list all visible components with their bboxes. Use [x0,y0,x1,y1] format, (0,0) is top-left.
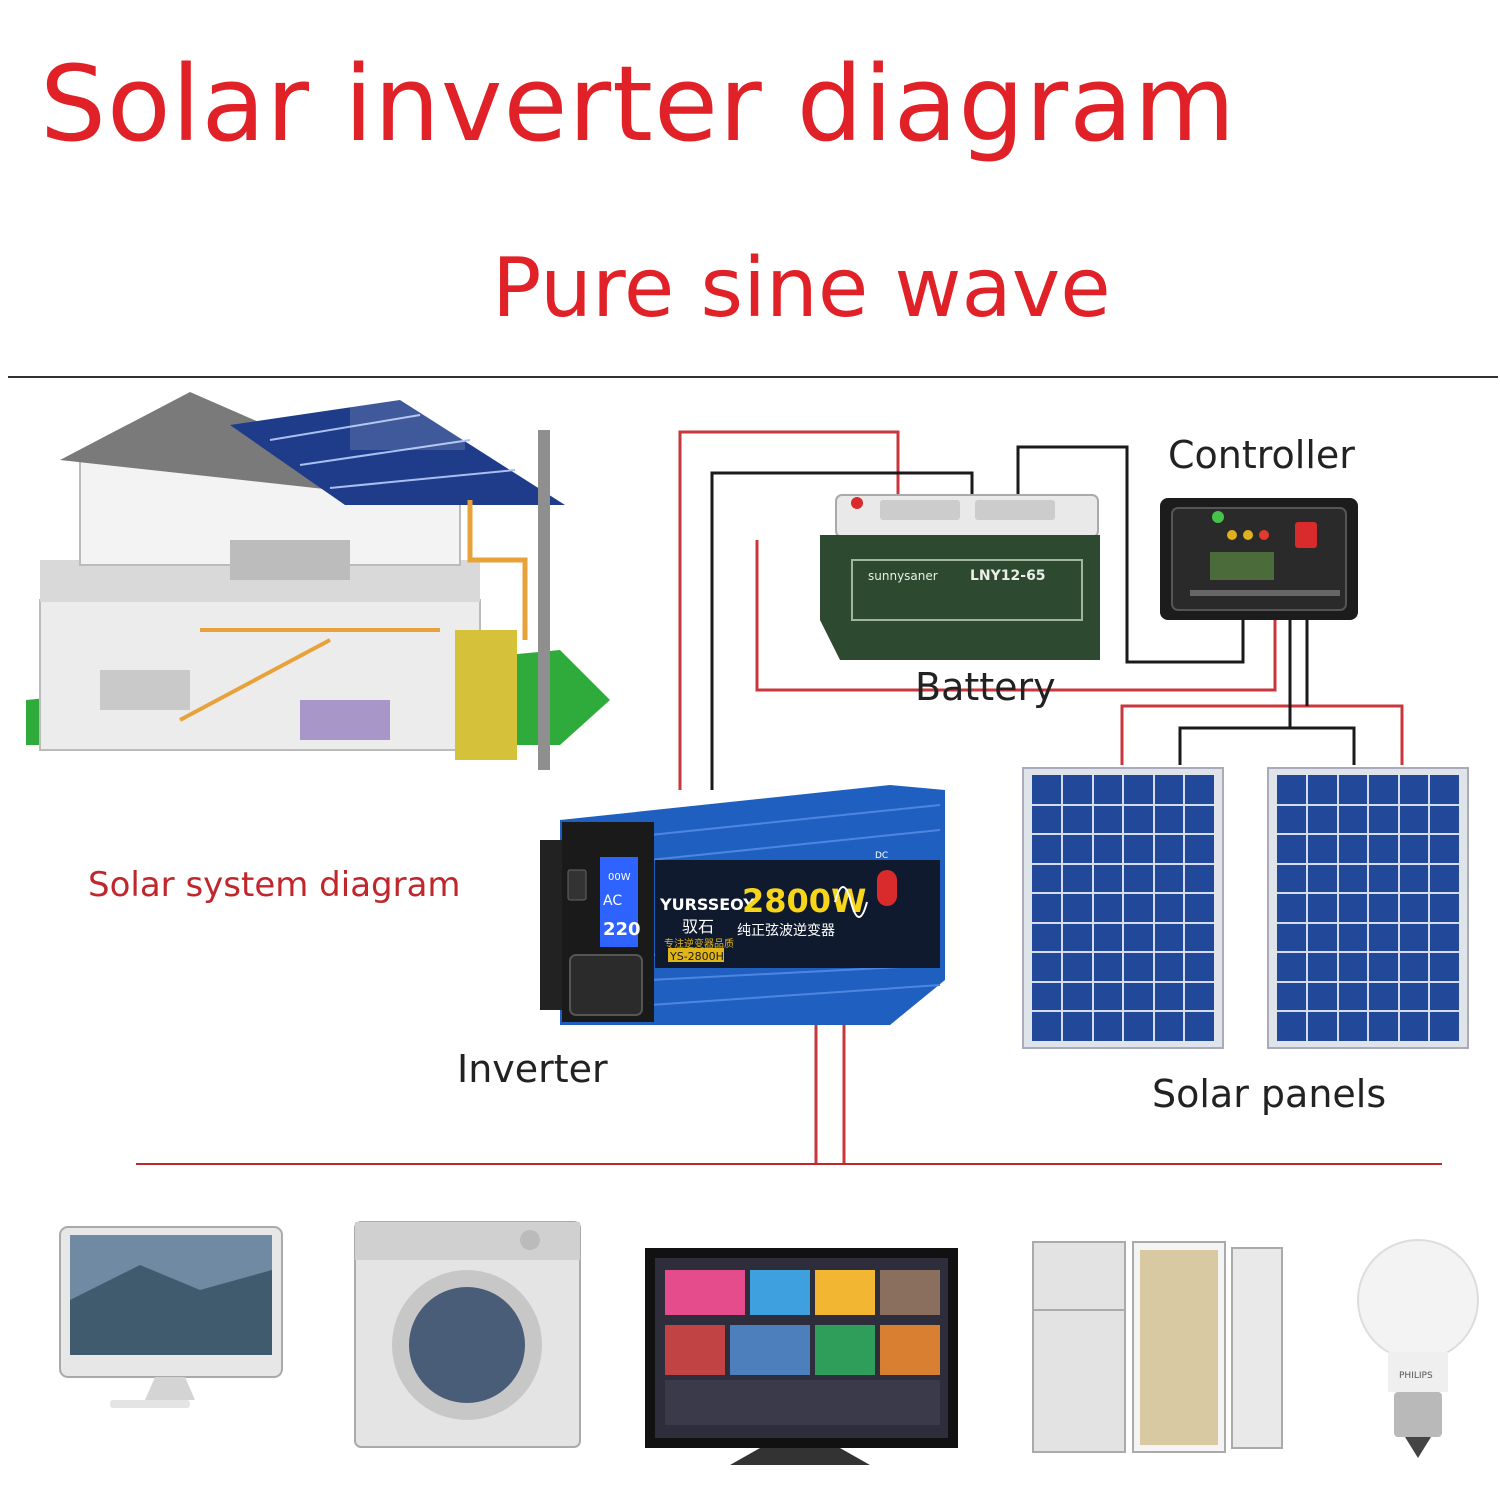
controller-label: Controller [1168,433,1355,477]
television [645,1248,958,1465]
battery-model: LNY12-65 [970,568,1046,584]
inverter: YURSSEOY 驭石 专注逆变器品质 YS-2800H 2800W 纯正弦波逆… [540,785,945,1025]
inverter-display-watts: 00W [608,872,631,883]
red-wires [678,430,1404,1163]
inverter-label: Inverter [457,1047,608,1091]
inverter-desc: 纯正弦波逆变器 [737,923,835,939]
battery: sunnysaner LNY12-65 [820,494,1100,660]
inverter-brand-cn: 驭石 [682,917,714,936]
solar-system-label: Solar system diagram [88,865,461,905]
appliance-divider [136,1163,1442,1165]
top-divider [8,376,1498,378]
inverter-power: 2800W [742,882,866,920]
house-illustration [26,392,610,770]
sine-wave-icon [834,886,868,918]
inverter-brand: YURSSEOY [659,895,755,914]
inverter-display-mode: AC [603,893,622,909]
battery-brand: sunnysaner [868,569,938,583]
solar-panels-label: Solar panels [1152,1072,1387,1116]
computer-monitor [59,1226,283,1408]
inverter-dc-label: DC [875,851,888,861]
bulb-brand: PHILIPS [1399,1371,1433,1381]
charge-controller [1160,498,1358,620]
page-subtitle: Pure sine wave [492,241,1111,336]
page-title: Solar inverter diagram [40,43,1237,165]
black-wires [710,445,1356,790]
panel-cell-grid [1032,775,1459,1041]
light-bulb: PHILIPS [1357,1239,1479,1458]
inverter-display-voltage: 220 [603,919,641,940]
inverter-slogan: 专注逆变器品质 [664,937,734,950]
warning-icon [877,870,897,906]
battery-label: Battery [915,665,1056,709]
washing-machine [354,1221,581,1448]
refrigerator [1032,1241,1283,1453]
inverter-model: YS-2800H [669,950,724,963]
